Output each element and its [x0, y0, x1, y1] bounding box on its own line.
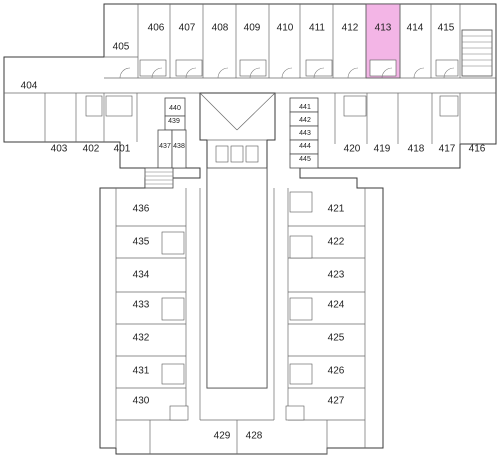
room-label-404[interactable]: 404	[21, 81, 38, 92]
stair-northeast	[461, 29, 493, 77]
south-corridors	[185, 188, 289, 420]
room-label-439[interactable]: 439	[168, 118, 180, 125]
east-room-walls	[334, 93, 461, 144]
room-label-431[interactable]: 431	[133, 366, 150, 377]
room-label-420[interactable]: 420	[344, 144, 361, 155]
room-label-445[interactable]: 445	[299, 156, 311, 163]
central-atrium	[199, 92, 276, 389]
room-label-402[interactable]: 402	[83, 144, 100, 155]
south-west-room-walls	[115, 188, 186, 448]
room-label-407[interactable]: 407	[179, 23, 196, 34]
room-labels: 405 406 407 408 409 410 411 412 413 414 …	[21, 23, 486, 442]
south-bottom-walls	[149, 419, 328, 454]
room-label-424[interactable]: 424	[328, 300, 345, 311]
room-label-411[interactable]: 411	[309, 23, 325, 34]
room-label-429[interactable]: 429	[214, 431, 231, 442]
room-label-426[interactable]: 426	[328, 366, 345, 377]
room-label-441[interactable]: 441	[299, 104, 311, 111]
room-label-435[interactable]: 435	[133, 237, 150, 248]
room-label-414[interactable]: 414	[407, 23, 424, 34]
room-label-418[interactable]: 418	[408, 144, 425, 155]
room-label-425[interactable]: 425	[328, 333, 345, 344]
room-label-419[interactable]: 419	[374, 144, 391, 155]
north-room-walls	[104, 4, 461, 78]
room-label-410[interactable]: 410	[277, 23, 294, 34]
bathroom-fixtures	[85, 59, 459, 421]
room-label-423[interactable]: 423	[328, 270, 345, 281]
room-label-430[interactable]: 430	[133, 396, 150, 407]
room-label-437[interactable]: 437	[159, 143, 171, 150]
room-label-438[interactable]: 438	[173, 143, 185, 150]
room-label-406[interactable]: 406	[148, 23, 165, 34]
room-label-433[interactable]: 433	[133, 300, 150, 311]
room-label-427[interactable]: 427	[328, 396, 345, 407]
room-label-417[interactable]: 417	[439, 144, 456, 155]
room-label-422[interactable]: 422	[328, 237, 345, 248]
room-label-428[interactable]: 428	[246, 431, 263, 442]
room-label-409[interactable]: 409	[244, 23, 261, 34]
doors	[119, 67, 455, 79]
room-label-443[interactable]: 443	[299, 130, 311, 137]
room-label-408[interactable]: 408	[212, 23, 229, 34]
room-label-434[interactable]: 434	[133, 270, 150, 281]
room-label-403[interactable]: 403	[51, 144, 68, 155]
room-label-405[interactable]: 405	[113, 42, 130, 53]
west-room-walls	[4, 92, 138, 142]
room-label-421[interactable]: 421	[328, 204, 345, 215]
room-label-444[interactable]: 444	[299, 143, 311, 150]
room-label-440[interactable]: 440	[169, 105, 181, 112]
stair-southwest	[144, 167, 174, 189]
room-label-401[interactable]: 401	[114, 144, 131, 155]
room-label-432[interactable]: 432	[133, 333, 150, 344]
room-label-412[interactable]: 412	[342, 23, 359, 34]
room-label-413[interactable]: 413	[375, 23, 392, 34]
room-label-416[interactable]: 416	[469, 144, 486, 155]
central-utility	[157, 97, 319, 169]
room-label-436[interactable]: 436	[133, 204, 150, 215]
room-label-415[interactable]: 415	[438, 23, 455, 34]
room-label-442[interactable]: 442	[299, 117, 311, 124]
